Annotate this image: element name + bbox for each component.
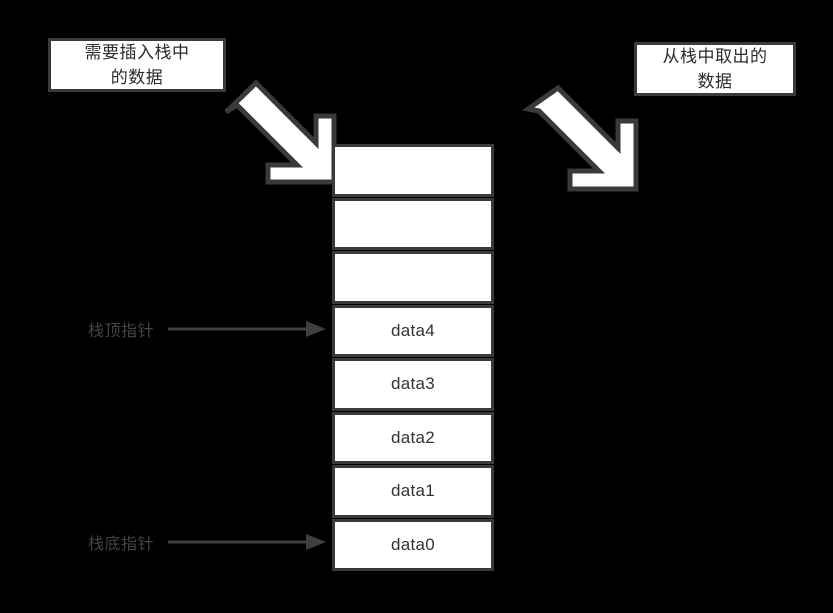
block-arrow-down-right-icon: [224, 79, 337, 185]
stack-cell[interactable]: data4: [332, 304, 494, 357]
pop-caption-line2: 数据: [697, 72, 733, 91]
stack-cell[interactable]: data3: [332, 358, 494, 411]
arrow-right-icon: [168, 534, 327, 550]
arrow-right-icon: [168, 321, 327, 337]
stack-container: data4 data3 data2 data1 data0: [332, 144, 494, 571]
push-caption-line2: 的数据: [110, 68, 164, 87]
bottom-pointer-label: 栈底指针: [88, 536, 155, 553]
pop-caption-line1: 从栈中取出的: [662, 47, 768, 66]
stack-cell[interactable]: [332, 251, 494, 304]
push-caption-box: 需要插入栈中 的数据: [48, 38, 226, 92]
stack-cell[interactable]: [332, 144, 494, 197]
top-pointer-annotation: 栈顶指针: [88, 316, 328, 342]
block-arrow-up-right-icon: [521, 84, 639, 192]
stack-cell[interactable]: data2: [332, 411, 494, 464]
stack-cell[interactable]: [332, 197, 494, 250]
pop-caption-box: 从栈中取出的 数据: [634, 42, 796, 96]
top-pointer-label: 栈顶指针: [88, 323, 155, 340]
bottom-pointer-annotation: 栈底指针: [88, 529, 328, 555]
stack-cell[interactable]: data0: [332, 518, 494, 571]
push-caption-line1: 需要插入栈中: [84, 43, 190, 62]
stack-cell[interactable]: data1: [332, 465, 494, 518]
